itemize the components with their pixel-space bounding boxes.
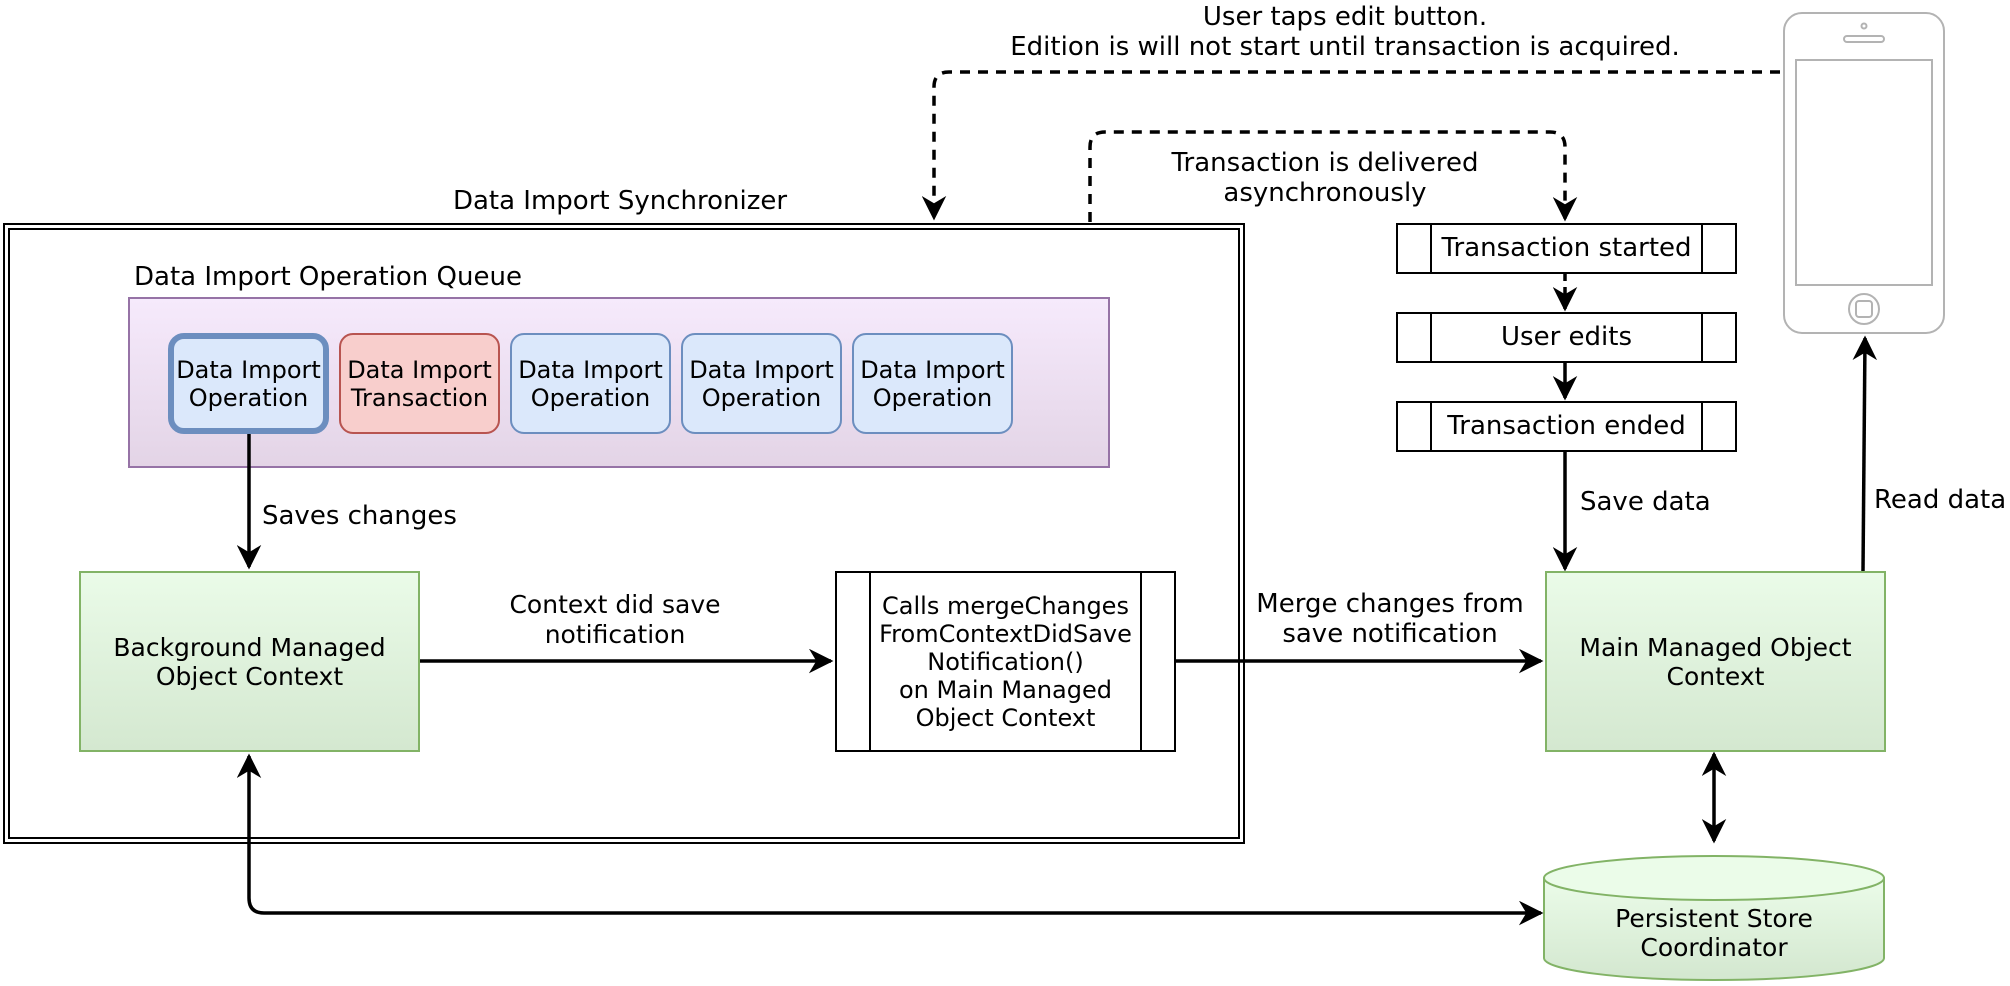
user-taps-label: User taps edit button. Edition is will n… xyxy=(1010,2,1680,62)
read-data-label: Read data xyxy=(1874,485,2007,515)
merge-call-node[interactable]: Calls mergeChanges FromContextDidSave No… xyxy=(835,571,1176,752)
arrow-background-to-store xyxy=(236,753,1544,926)
queue-item-operation[interactable]: Data Import Operation xyxy=(681,333,842,434)
queue-item-operation[interactable]: Data Import Operation xyxy=(852,333,1013,434)
persistent-store-node[interactable]: Persistent Store Coordinator xyxy=(1615,904,1813,962)
context-did-save-label: Context did save notification xyxy=(509,590,721,649)
transaction-delivered-label: Transaction is delivered asynchronously xyxy=(1171,148,1479,208)
queue-item-operation[interactable]: Data Import Operation xyxy=(168,333,329,434)
queue-item-transaction[interactable]: Data Import Transaction xyxy=(339,333,500,434)
queue-item-operation[interactable]: Data Import Operation xyxy=(510,333,671,434)
arrow-read-data xyxy=(1852,335,1878,572)
arrow-transaction-delivered xyxy=(1088,130,1578,222)
background-context-node[interactable]: Background Managed Object Context xyxy=(79,571,420,752)
saves-changes-label: Saves changes xyxy=(262,501,457,531)
merge-changes-label: Merge changes from save notification xyxy=(1256,589,1524,649)
user-edits-node[interactable]: User edits xyxy=(1396,312,1737,363)
arrow-user-taps-edit xyxy=(921,70,1780,221)
transaction-started-node[interactable]: Transaction started xyxy=(1396,223,1737,274)
main-context-node[interactable]: Main Managed Object Context xyxy=(1545,571,1886,752)
save-data-label: Save data xyxy=(1580,487,1711,517)
smartphone-icon xyxy=(1783,12,1945,334)
transaction-ended-node[interactable]: Transaction ended xyxy=(1396,401,1737,452)
synchronizer-title: Data Import Synchronizer xyxy=(452,186,788,216)
queue-title: Data Import Operation Queue xyxy=(134,262,522,292)
persistent-store-cylinder xyxy=(1543,855,1885,981)
